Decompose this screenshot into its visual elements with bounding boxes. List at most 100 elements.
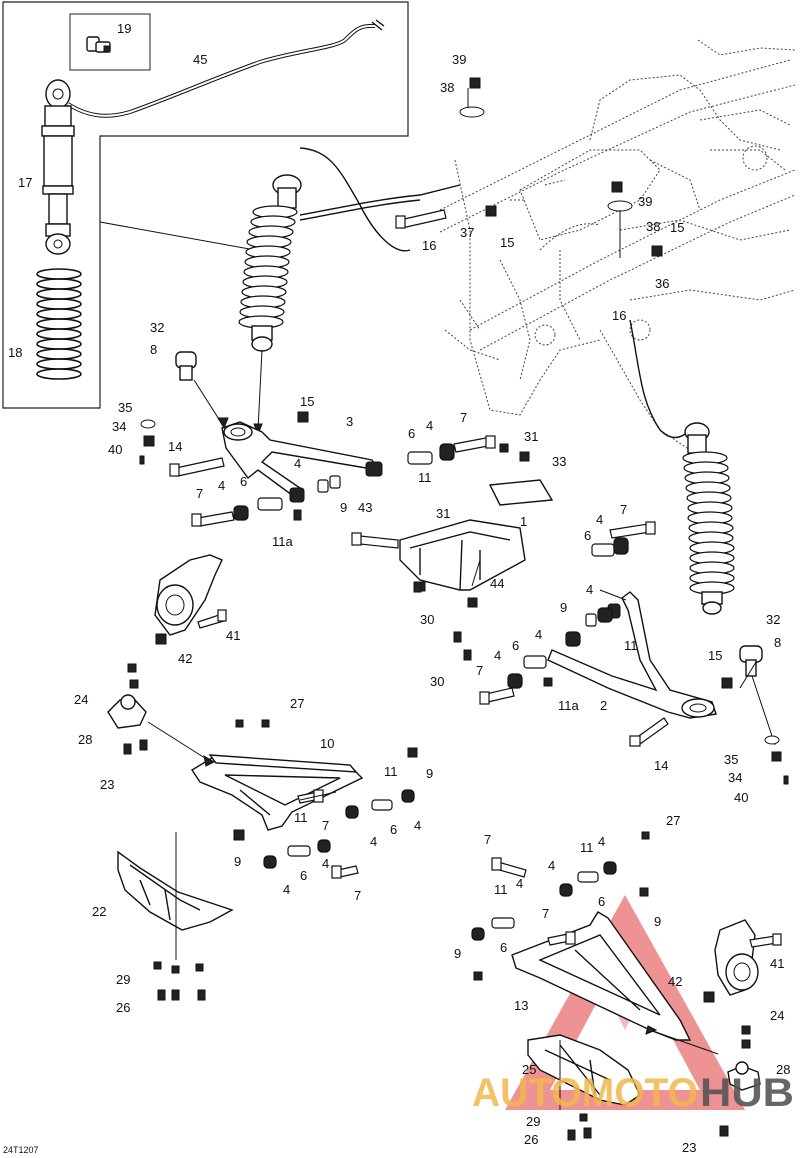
callout-15: 15 — [500, 235, 514, 250]
callout-4: 4 — [598, 834, 605, 849]
skid-plate-part-25 — [527, 1034, 641, 1106]
callout-43: 43 — [358, 500, 372, 515]
callout-16: 16 — [612, 308, 626, 323]
callout-40: 40 — [108, 442, 122, 457]
callout-27: 27 — [290, 696, 304, 711]
lower-left-a-arm-part-10 — [191, 754, 364, 831]
callout-34: 34 — [728, 770, 742, 785]
callout-1: 1 — [520, 514, 527, 529]
upper-left-a-arm-part-3 — [221, 421, 383, 503]
callout-39: 39 — [638, 194, 652, 209]
callout-11: 11 — [418, 470, 432, 485]
callout-6: 6 — [500, 940, 507, 955]
callout-6: 6 — [512, 638, 519, 653]
front-bracket-part-1 — [399, 479, 554, 591]
callout-39: 39 — [452, 52, 466, 67]
ball-joint-part-8-right — [739, 645, 776, 746]
callout-14: 14 — [168, 439, 182, 454]
nuts — [123, 77, 789, 1141]
callout-33: 33 — [552, 454, 566, 469]
callout-29: 29 — [526, 1114, 540, 1129]
callout-13: 13 — [514, 998, 528, 1013]
callout-16: 16 — [422, 238, 436, 253]
callout-17: 17 — [18, 175, 32, 190]
leader-lines — [147, 88, 757, 1110]
callout-9: 9 — [560, 600, 567, 615]
callout-32: 32 — [150, 320, 164, 335]
callout-32: 32 — [766, 612, 780, 627]
left-knuckle — [154, 554, 223, 636]
bolts — [169, 209, 782, 948]
callout-11a: 11a — [558, 698, 579, 713]
fitting-part-19 — [86, 36, 111, 53]
callout-6: 6 — [390, 822, 397, 837]
watermark-brand: AUTOMOTO HUB — [472, 1071, 794, 1115]
callout-4: 4 — [548, 858, 555, 873]
upper-right-a-arm-part-2 — [547, 591, 717, 719]
callout-4: 4 — [516, 876, 523, 891]
callout-9: 9 — [340, 500, 347, 515]
callout-45: 45 — [193, 52, 207, 67]
callout-8: 8 — [774, 635, 781, 650]
shock-hose-lower — [629, 319, 691, 439]
callout-15: 15 — [708, 648, 722, 663]
callout-23: 23 — [100, 777, 114, 792]
callout-14: 14 — [654, 758, 668, 773]
callout-6: 6 — [598, 894, 605, 909]
callout-44: 44 — [490, 576, 504, 591]
callout-4: 4 — [586, 582, 593, 597]
shock-absorber-part-17 — [41, 79, 75, 255]
callout-30: 30 — [420, 612, 434, 627]
callout-15: 15 — [670, 220, 684, 235]
callout-7: 7 — [354, 888, 361, 903]
callout-11: 11 — [384, 764, 398, 779]
callout-11: 11 — [494, 882, 508, 897]
callout-2: 2 — [600, 698, 607, 713]
callout-4: 4 — [370, 834, 377, 849]
callout-3: 3 — [346, 414, 353, 429]
callout-24: 24 — [74, 692, 88, 707]
callout-28: 28 — [78, 732, 92, 747]
callout-7: 7 — [460, 410, 467, 425]
callout-27: 27 — [666, 813, 680, 828]
callout-30: 30 — [430, 674, 444, 689]
callout-40: 40 — [734, 790, 748, 805]
callout-41: 41 — [226, 628, 240, 643]
callout-34: 34 — [112, 419, 126, 434]
callout-7: 7 — [322, 818, 329, 833]
callout-36: 36 — [655, 276, 669, 291]
ball-joint-part-28-left — [107, 694, 147, 729]
callout-11: 11 — [294, 810, 308, 825]
callout-31: 31 — [524, 429, 538, 444]
callout-4: 4 — [596, 512, 603, 527]
callout-38: 38 — [646, 219, 660, 234]
callout-25: 25 — [522, 1062, 536, 1077]
coil-spring-part-18 — [36, 268, 82, 380]
callout-6: 6 — [408, 426, 415, 441]
callout-7: 7 — [484, 832, 491, 847]
callout-7: 7 — [542, 906, 549, 921]
callout-4: 4 — [426, 418, 433, 433]
watermark-text-right: HUB — [700, 1071, 794, 1115]
callout-8: 8 — [150, 342, 157, 357]
diagram-code: 24T1207 — [3, 1145, 39, 1155]
skid-plate-part-22 — [117, 850, 234, 931]
callout-4: 4 — [494, 648, 501, 663]
callout-42: 42 — [668, 974, 682, 989]
vehicle-frame — [439, 39, 796, 451]
callout-7: 7 — [476, 663, 483, 678]
callout-4: 4 — [218, 478, 225, 493]
callout-35: 35 — [724, 752, 738, 767]
left-shock-assembly — [238, 174, 302, 436]
callout-37: 37 — [460, 225, 474, 240]
shock-hose-upper — [299, 147, 411, 252]
callout-9: 9 — [234, 854, 241, 869]
right-shock-assembly — [682, 422, 735, 615]
callout-4: 4 — [414, 818, 421, 833]
callout-4: 4 — [283, 882, 290, 897]
callout-24: 24 — [770, 1008, 784, 1023]
callout-11a: 11a — [272, 534, 293, 549]
callout-4: 4 — [294, 456, 301, 471]
callout-18: 18 — [8, 345, 22, 360]
